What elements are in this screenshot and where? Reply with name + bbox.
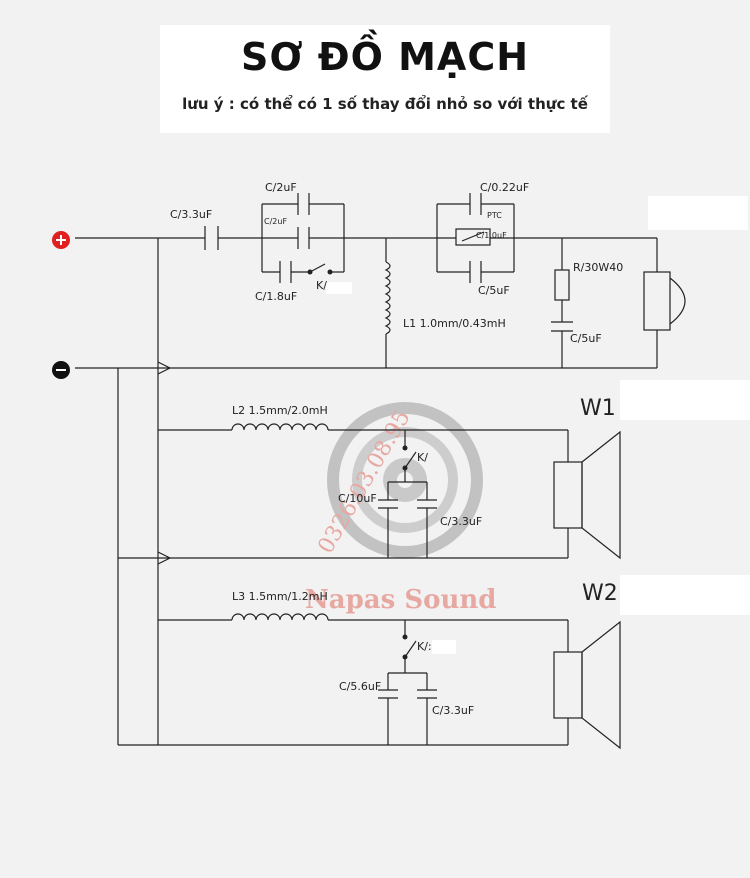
label-c-33b: C/3.3uF bbox=[432, 704, 474, 717]
label-l1: L1 1.0mm/0.43mH bbox=[403, 317, 506, 330]
label-woofer-2: W2 bbox=[582, 581, 618, 606]
label-c-18: C/1.8uF bbox=[255, 290, 297, 303]
blank-patch bbox=[620, 575, 750, 615]
label-c-56: C/5.6uF bbox=[339, 680, 381, 693]
blank-patch bbox=[620, 380, 750, 420]
label-c-2b: C/2uF bbox=[264, 217, 287, 226]
watermark-brand: Napas Sound bbox=[305, 585, 496, 615]
label-c-in: C/3.3uF bbox=[170, 208, 212, 221]
label-c-022: C/0.22uF bbox=[480, 181, 529, 194]
label-l2: L2 1.5mm/2.0mH bbox=[232, 404, 328, 417]
label-c-10: C/1.0uF bbox=[476, 231, 507, 240]
page-title: SƠ ĐỒ MẠCH bbox=[240, 35, 530, 79]
label-woofer-1: W1 bbox=[580, 396, 616, 421]
label-c-5b: C/5uF bbox=[570, 332, 602, 345]
label-ptc: PTC bbox=[487, 211, 502, 220]
label-k-w1: K/ bbox=[417, 451, 428, 464]
label-c-5a: C/5uF bbox=[478, 284, 510, 297]
label-c-33a: C/3.3uF bbox=[440, 515, 482, 528]
label-c-10uf: C/10uF bbox=[338, 492, 377, 505]
label-k-w2: K/: bbox=[417, 640, 432, 653]
minus-terminal bbox=[52, 361, 70, 379]
label-c-2a: C/2uF bbox=[265, 181, 297, 194]
blank-patch bbox=[648, 196, 748, 230]
plus-terminal bbox=[52, 231, 70, 249]
title-card: SƠ ĐỒ MẠCH lưu ý : có thể có 1 số thay đ… bbox=[160, 25, 610, 133]
label-r30: R/30W40 bbox=[573, 261, 623, 274]
label-l3: L3 1.5mm/1.2mH bbox=[232, 590, 328, 603]
page-note: lưu ý : có thể có 1 số thay đổi nhỏ so v… bbox=[182, 95, 588, 113]
label-k-top: K/ bbox=[316, 279, 327, 292]
